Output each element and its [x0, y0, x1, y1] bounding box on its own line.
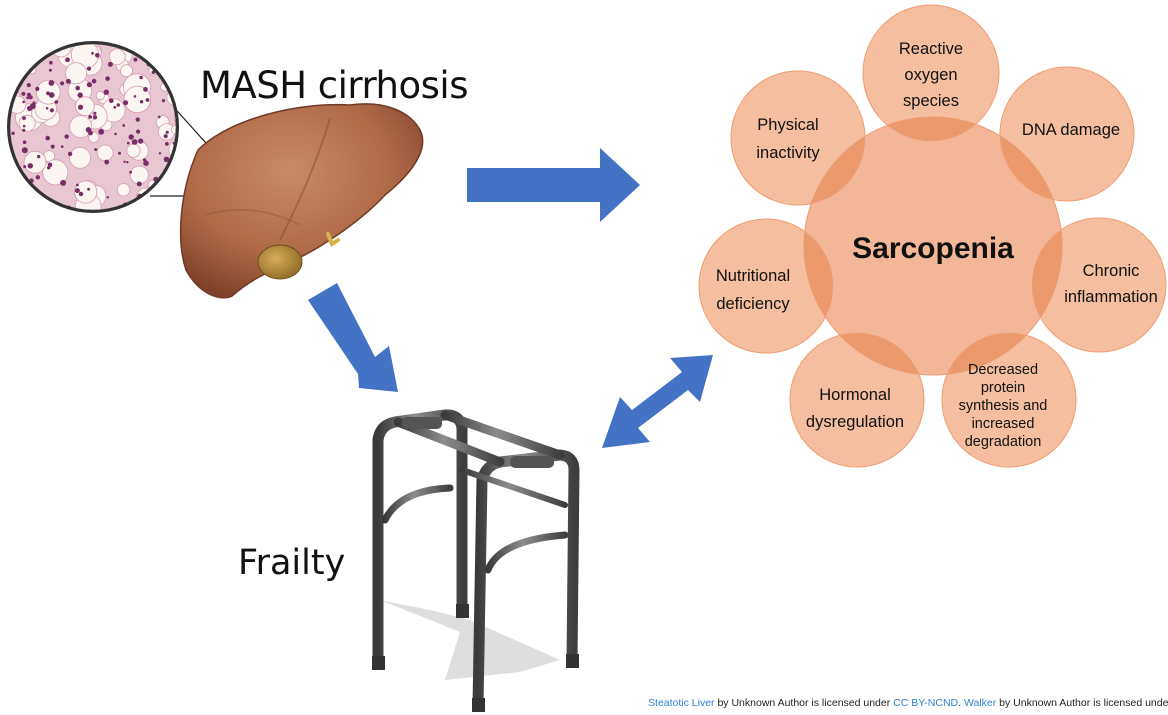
attribution-link-steatotic-liver[interactable]: Steatotic Liver [648, 697, 715, 709]
mash-cirrhosis-title: MASH cirrhosis [200, 64, 468, 107]
attribution-text: by Unknown Author is licensed under [715, 697, 894, 709]
factor-label-dna-damage: DNA damage [1022, 121, 1120, 139]
liver-icon [181, 104, 423, 298]
arrow-liver-to-sarcopenia [467, 148, 640, 222]
arrow-liver-to-frailty [308, 283, 398, 392]
attribution-link-walker[interactable]: Walker [964, 697, 996, 709]
frailty-title: Frailty [238, 543, 345, 583]
attribution-text: by Unknown Author is licensed under [996, 697, 1168, 709]
walker-icon [372, 415, 579, 712]
arrow-frailty-sarcopenia [602, 355, 713, 448]
sarcopenia-label: Sarcopenia [852, 232, 1014, 265]
image-attribution: Steatotic Liver by Unknown Author is lic… [648, 697, 1168, 713]
attribution-link-license[interactable]: CC BY-NCND [893, 697, 958, 709]
